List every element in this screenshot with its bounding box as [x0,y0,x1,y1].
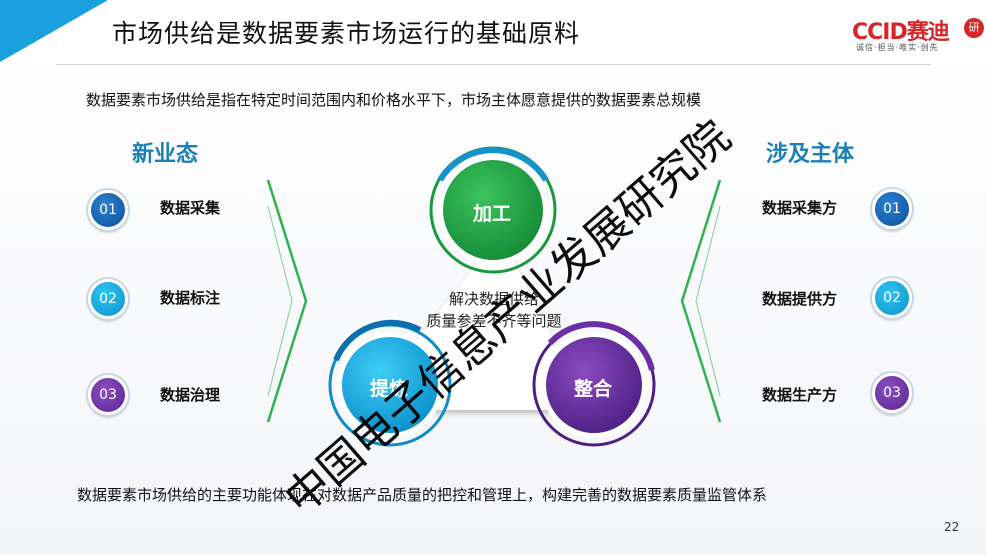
right-heading: 涉及主体 [766,142,855,167]
top-circle [443,160,543,260]
left-heading: 新业态 [132,142,199,167]
center-line-1: 解决数据供给 [448,290,539,308]
left-item-2: 数据标注 [160,289,221,307]
left-circle [342,337,438,433]
label-refine: 提炼 [370,378,409,400]
right-num-01: 01 [872,189,912,229]
center-text: 解决数据供给 质量参差不齐等问题 [402,288,586,332]
right-chevron [680,179,722,423]
left-chevron [266,179,308,423]
page-title: 市场供给是数据要素市场运行的基础原料 [112,19,581,48]
right-item-3: 数据生产方 [762,386,838,404]
right-item-2: 数据提供方 [762,290,838,308]
left-item-3: 数据治理 [160,386,221,404]
right-num-02: 02 [872,278,912,318]
center-line-2: 质量参差不齐等问题 [426,312,562,330]
header-band [0,0,986,66]
left-num-01: 01 [88,190,128,230]
right-num-03: 03 [872,373,912,413]
subtitle: 数据要素市场供给是指在特定时间范围内和价格水平下，市场主体愿意提供的数据要素总规… [86,91,702,109]
left-num-03: 03 [88,375,128,415]
left-num-02: 02 [88,279,128,319]
logo-badge: 研 [964,18,984,38]
ccid-logo: CCID赛迪 研 诚信·担当·唯实·创先 [852,14,984,54]
header-divider [56,64,931,65]
label-process: 加工 [473,203,512,225]
right-item-1: 数据采集方 [762,199,838,217]
footer-text: 数据要素市场供给的主要功能体现在对数据产品质量的把控和管理上，构建完善的数据要素… [77,486,768,504]
logo-text: CCID赛迪 [852,20,950,45]
label-integrate: 整合 [574,378,613,400]
corner-triangle [0,0,108,62]
page-number: 22 [944,520,960,534]
left-item-1: 数据采集 [160,199,221,217]
right-circle [546,337,642,433]
logo-slogan: 诚信·担当·唯实·创先 [856,43,939,52]
cycle-diagram [328,146,656,447]
